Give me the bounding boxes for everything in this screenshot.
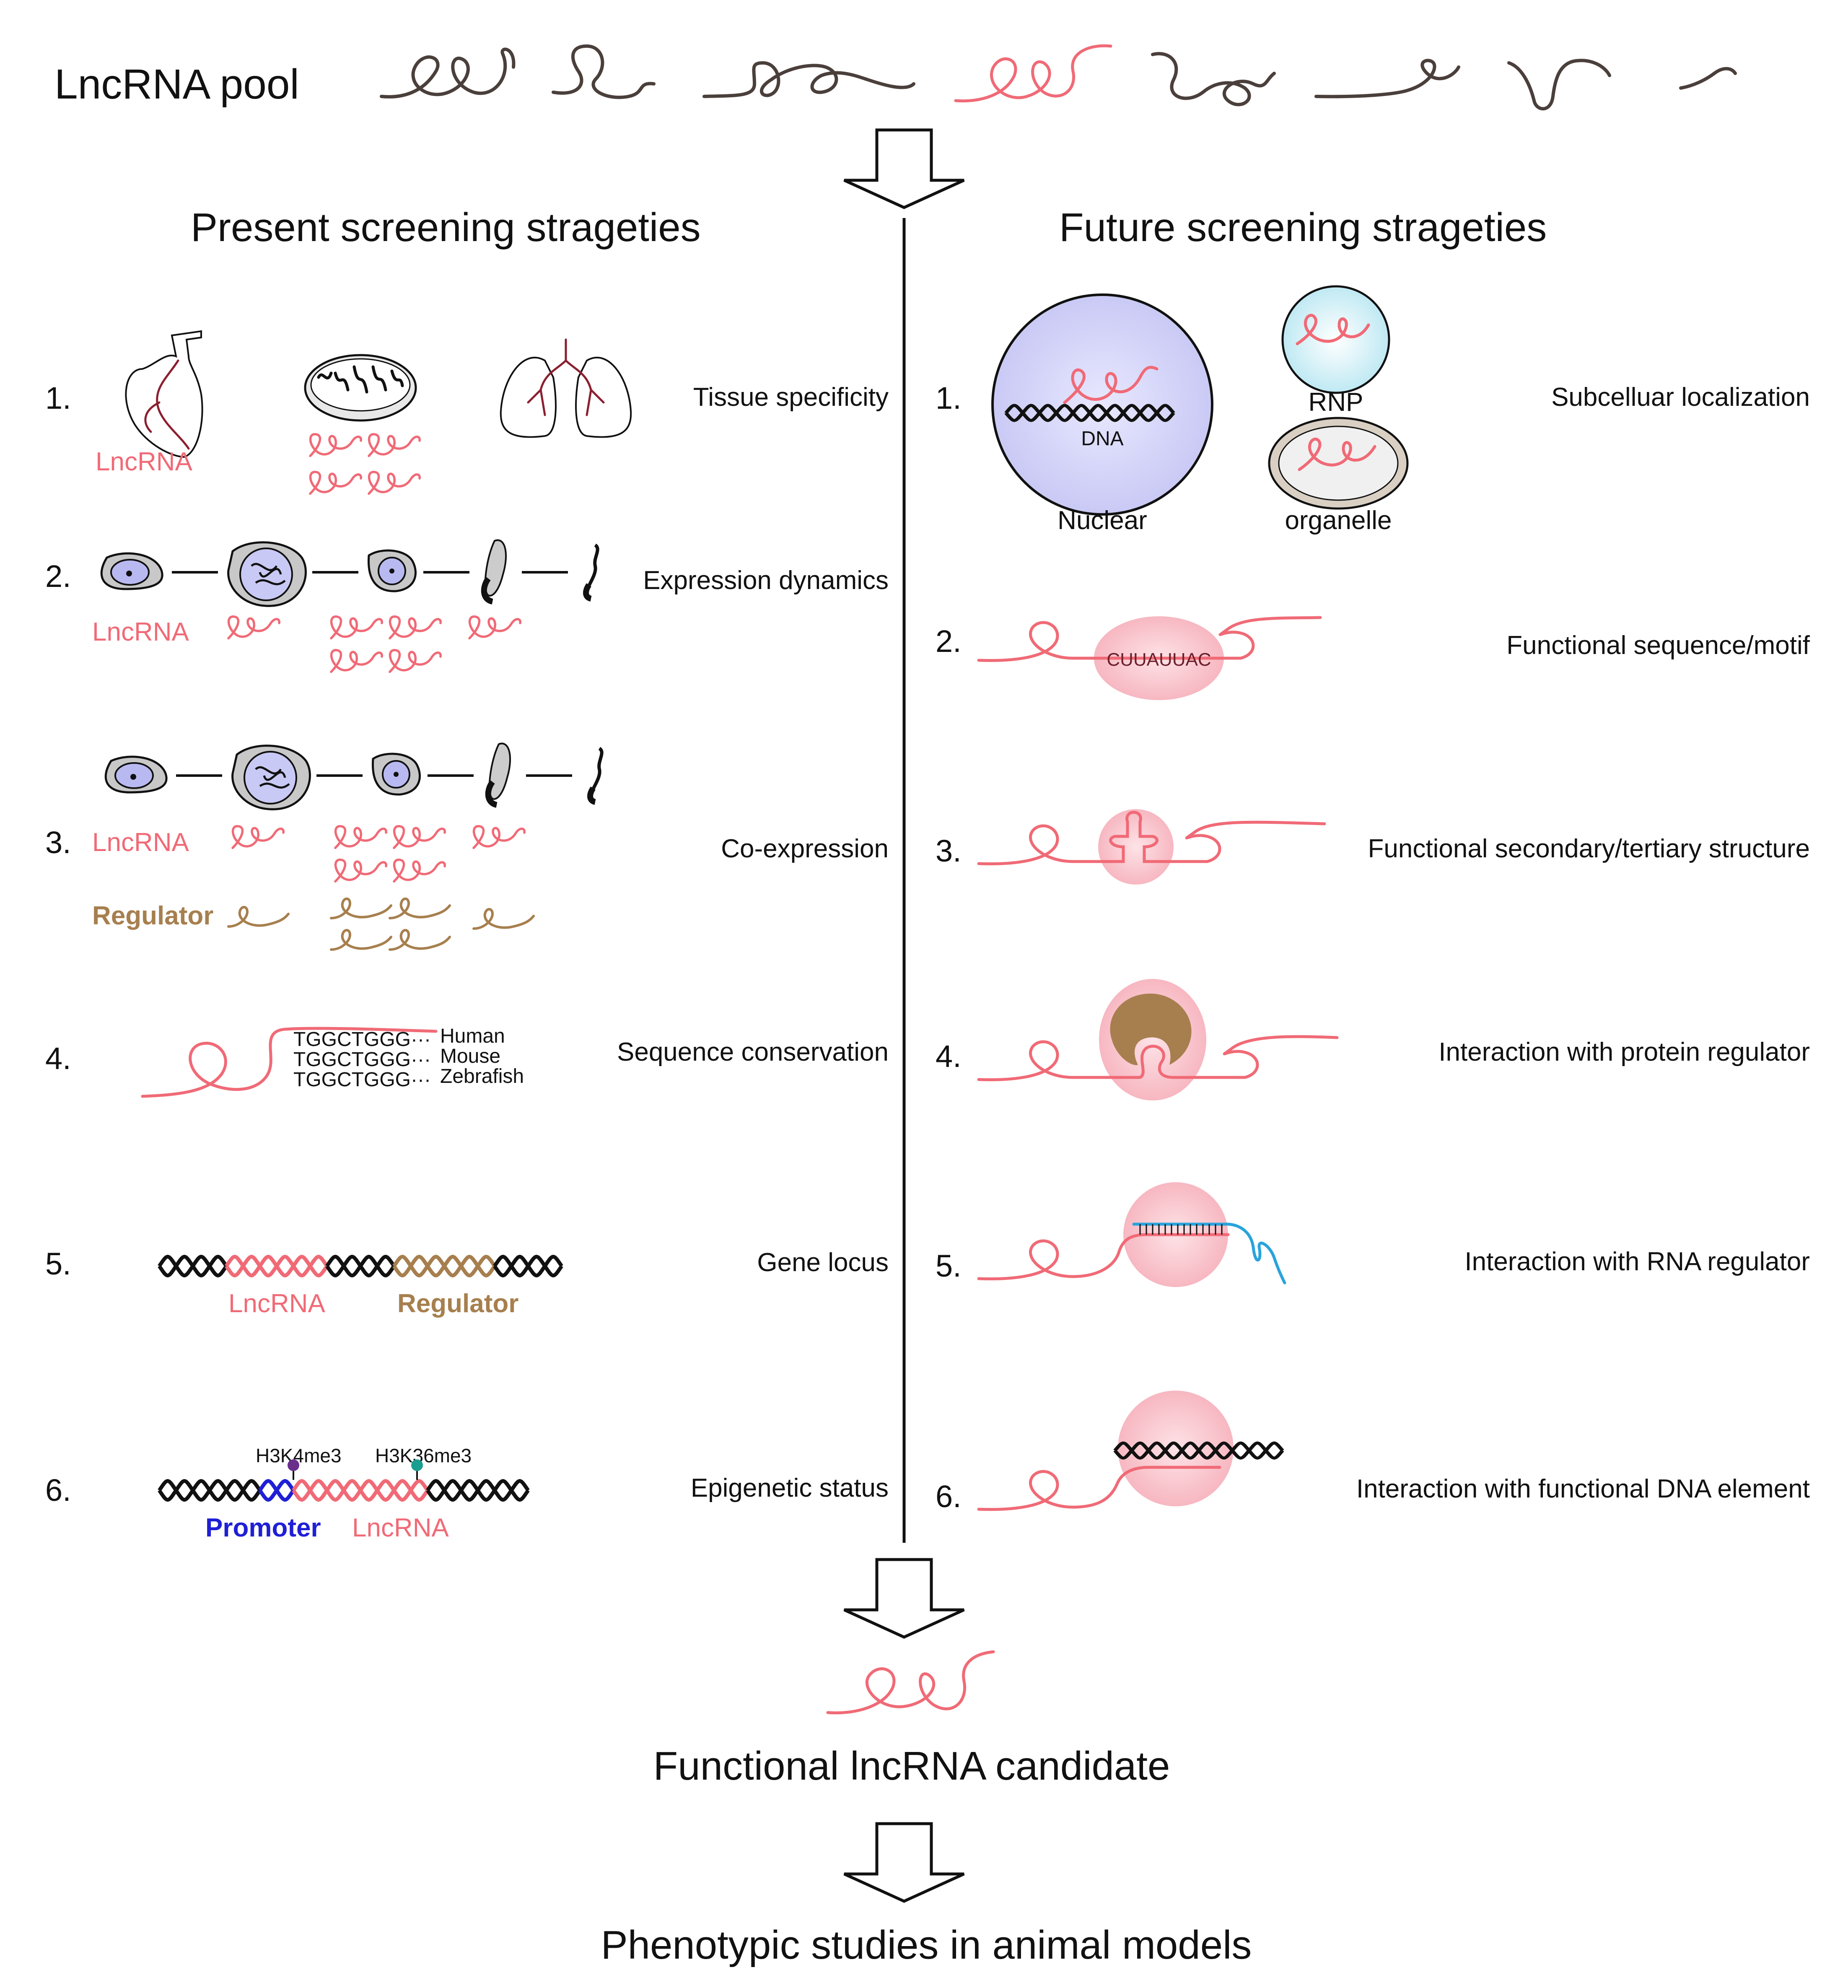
organelle-lncrna xyxy=(1298,438,1376,471)
final-label: Phenotypic studies in animal models xyxy=(601,1923,1252,1967)
rna-regulator-lncrna xyxy=(977,1233,1230,1280)
motif-sequence: CUUAUUAC xyxy=(1107,649,1211,670)
item6-lncrna-tag: LncRNA xyxy=(352,1513,449,1542)
species-mouse: Mouse xyxy=(440,1045,500,1067)
item-number: 6. xyxy=(936,1479,962,1514)
item-number: 5. xyxy=(45,1246,71,1281)
item-label: Interaction with functional DNA element xyxy=(1356,1474,1810,1503)
rnp-lncrna xyxy=(1296,314,1370,345)
item1-lncrna-tag: LncRNA xyxy=(96,447,193,476)
organelle-label: organelle xyxy=(1285,506,1392,535)
arrow-down-1 xyxy=(843,128,965,209)
future-item-5: 5. Interaction with RNA regulator xyxy=(936,1182,1810,1287)
item-label: Interaction with RNA regulator xyxy=(1464,1247,1810,1276)
sequence-list: TGGCTGGG··· Human TGGCTGGG··· Mouse TGGC… xyxy=(293,1025,524,1091)
item-label: Interaction with protein regulator xyxy=(1438,1038,1810,1067)
item-number: 3. xyxy=(45,825,71,860)
present-item-3: 3. LncRNA Regulator Co-expression xyxy=(45,742,889,951)
item-label: Functional secondary/tertiary structure xyxy=(1368,834,1810,863)
item-label: Tissue specificity xyxy=(693,383,889,412)
item2-lncrna-tag: LncRNA xyxy=(92,618,189,646)
item4-rna-strand xyxy=(141,1027,438,1098)
heart-icon xyxy=(125,330,203,458)
base-pair-rungs xyxy=(1139,1224,1223,1235)
arrow-down-2 xyxy=(843,1558,965,1639)
nucleus xyxy=(991,293,1213,516)
item-number: 6. xyxy=(45,1473,71,1508)
item-label: Co-expression xyxy=(721,834,889,863)
pool-label: LncRNA pool xyxy=(54,61,299,108)
nucleus-lncrna xyxy=(1063,366,1159,404)
motif-rna-strand xyxy=(977,616,1322,662)
item-number: 2. xyxy=(936,624,962,659)
item-label: Sequence conservation xyxy=(617,1038,889,1067)
mark-h3k36me3: H3K36me3 xyxy=(375,1445,472,1466)
item-label: Epigenetic status xyxy=(691,1474,889,1503)
cell-stage-row xyxy=(104,742,604,810)
species-human: Human xyxy=(440,1025,505,1047)
item3-regulator-cluster xyxy=(227,897,535,951)
present-item-6: 6. H3K4me3 H3K36me3 Promoter LncRNA Epig… xyxy=(45,1445,889,1542)
future-item-2: 2. CUUAUUAC Functional sequence/motif xyxy=(936,616,1810,700)
h3k4me3-marker xyxy=(288,1459,299,1471)
present-item-4: 4. TGGCTGGG··· Human TGGCTGGG··· Mouse T… xyxy=(45,1025,889,1098)
sequence-human: TGGCTGGG··· xyxy=(293,1028,431,1051)
item1-lncrna-cluster xyxy=(310,434,420,494)
item-number: 3. xyxy=(936,833,962,868)
present-item-5: 5. LncRNA Regulator Gene locus xyxy=(45,1246,889,1318)
candidate-label: Functional lncRNA candidate xyxy=(653,1744,1170,1788)
item-label: Expression dynamics xyxy=(643,566,889,595)
item5-lncrna-tag: LncRNA xyxy=(228,1289,326,1318)
future-item-4: 4. Interaction with protein regulator xyxy=(936,979,1810,1100)
sequence-zebrafish: TGGCTGGG··· xyxy=(293,1069,431,1091)
item-label: Subcelluar localization xyxy=(1551,383,1810,412)
item-number: 1. xyxy=(936,381,962,415)
dna-element-lncrna xyxy=(977,1466,1221,1511)
present-item-2: 2. LncRNA E xyxy=(45,539,889,672)
future-item-3: 3. Functional secondary/tertiary structu… xyxy=(936,809,1810,885)
item-number: 5. xyxy=(936,1248,962,1283)
item3-regulator-tag: Regulator xyxy=(92,901,213,930)
dna-element-ball xyxy=(1118,1391,1234,1506)
rna-regulator-strand xyxy=(1132,1222,1286,1285)
item5-regulator-tag: Regulator xyxy=(397,1289,518,1318)
candidate-lncrna xyxy=(826,1650,995,1715)
item-number: 1. xyxy=(45,381,71,415)
lungs-icon xyxy=(500,338,632,438)
future-item-6: 6. Interaction with functional DNA eleme… xyxy=(936,1391,1810,1514)
arrow-down-3 xyxy=(843,1822,965,1903)
item-number: 2. xyxy=(45,559,71,594)
present-item-1: 1. LncRNA xyxy=(45,330,889,494)
dna-label: DNA xyxy=(1081,428,1123,450)
cell-stage-row xyxy=(100,539,599,607)
protein-rna-strand xyxy=(977,1035,1339,1081)
present-heading: Present screening strageties xyxy=(191,205,701,250)
mitochondrion-icon xyxy=(304,354,417,422)
item-label: Functional sequence/motif xyxy=(1506,631,1810,660)
h3k36me3-marker xyxy=(411,1459,423,1471)
dna-helix-locus xyxy=(159,1257,562,1276)
item-number: 4. xyxy=(936,1039,962,1074)
item-label: Gene locus xyxy=(757,1248,889,1277)
promoter-tag: Promoter xyxy=(205,1513,321,1542)
protein-regulator xyxy=(1110,994,1192,1065)
item3-lncrna-cluster xyxy=(233,826,524,882)
item-number: 4. xyxy=(45,1041,71,1076)
nuclear-label: Nuclear xyxy=(1057,506,1147,535)
structure-ball xyxy=(1098,809,1174,885)
rnp-label: RNP xyxy=(1309,388,1363,417)
dna-helix-epigenetic xyxy=(159,1481,528,1500)
item3-lncrna-tag: LncRNA xyxy=(92,828,189,857)
item2-lncrna-cluster xyxy=(228,617,520,672)
lncrna-pool-strands xyxy=(380,44,1737,111)
species-zebrafish: Zebrafish xyxy=(440,1065,524,1087)
structure-rna-strand xyxy=(977,811,1326,865)
future-heading: Future screening strageties xyxy=(1059,205,1547,250)
future-item-1: 1. DNA Nuclear RNP organelle Subcelluar … xyxy=(936,285,1810,535)
sequence-mouse: TGGCTGGG··· xyxy=(293,1049,431,1071)
